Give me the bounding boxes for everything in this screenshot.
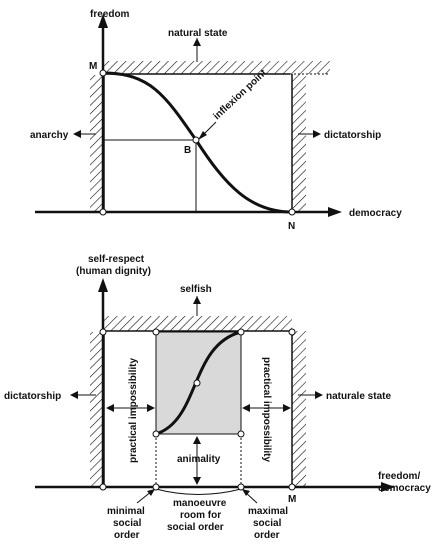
- bottom-maximal-line3: order: [254, 530, 280, 541]
- bottom-right-double-arrow-head-a: [242, 404, 250, 412]
- bottom-left-wall-hatch: [90, 332, 104, 487]
- top-x-axis-label: democracy: [349, 208, 402, 219]
- bottom-maximal-pointer-arrow: [242, 489, 250, 496]
- bottom-box-top-left-point: [152, 328, 160, 336]
- bottom-left-double-arrow-head-a: [106, 404, 114, 412]
- bottom-manoeuvre-line2: room for: [180, 510, 221, 521]
- bottom-box-bottom-right-point: [237, 430, 245, 438]
- bottom-manoeuvre-line3: social order: [167, 522, 224, 533]
- bottom-minimal-pointer-arrow: [147, 489, 155, 496]
- bottom-minimal-line2: social: [113, 518, 142, 529]
- bottom-right-wall-hatch: [292, 331, 306, 487]
- top-dictatorship-arrow: [313, 130, 321, 138]
- bottom-naturale-state-label: naturale state: [326, 391, 391, 402]
- bottom-max-axis-point: [237, 483, 245, 491]
- bottom-dictatorship-label: dictatorship: [4, 391, 61, 402]
- top-anarchy-label: anarchy: [30, 130, 69, 141]
- top-point-b-label: B: [184, 145, 191, 156]
- bottom-manoeuvre-bracket: [155, 488, 242, 495]
- bottom-right-double-arrow-head-b: [283, 404, 291, 412]
- top-inflexion-label: inflexion point: [212, 67, 270, 122]
- bottom-maximal-line1: maximal: [248, 506, 288, 517]
- bottom-min-axis-point: [152, 483, 160, 491]
- bottom-box-top-right-point: [237, 328, 245, 336]
- bottom-y-axis-label-line2: (human dignity): [76, 266, 151, 277]
- top-y-axis-arrow: [98, 14, 108, 28]
- top-inflexion-pointer-arrow: [198, 131, 207, 140]
- top-natural-state-arrow: [193, 38, 201, 46]
- top-dictatorship-label: dictatorship: [324, 130, 381, 141]
- bottom-selfish-label: selfish: [180, 284, 212, 295]
- bottom-dictatorship-arrow: [70, 391, 78, 399]
- top-x-axis-arrow: [328, 207, 342, 217]
- bottom-animality-arrow-down: [193, 477, 201, 485]
- bottom-origin-point: [99, 483, 107, 491]
- bottom-animality-label: animality: [177, 454, 221, 465]
- bottom-y-axis-label-line1: self-respect: [88, 254, 145, 265]
- top-roof-hatch: [104, 61, 330, 74]
- top-natural-state-label: natural state: [168, 28, 228, 39]
- top-point-m: [99, 69, 107, 77]
- bottom-manoeuvre-line1: manoeuvre: [173, 498, 227, 509]
- bottom-selfish-arrow: [193, 296, 201, 304]
- bottom-roof-hatch: [104, 316, 292, 331]
- top-diagram: freedom natural state M anarchy dictator…: [30, 9, 402, 232]
- bottom-point-m: [288, 483, 296, 491]
- bottom-diagram: self-respect (human dignity) selfish dic…: [4, 254, 431, 541]
- bottom-box-bottom-left-point: [152, 430, 160, 438]
- bottom-practical-impossibility-left: practical impossibility: [128, 358, 139, 463]
- bottom-minimal-line3: order: [114, 530, 140, 541]
- top-point-n-label: N: [288, 221, 295, 232]
- bottom-top-left-point: [99, 328, 107, 336]
- bottom-left-double-arrow-head-b: [147, 404, 155, 412]
- bottom-maximal-line2: social: [253, 518, 282, 529]
- bottom-x-axis-arrow: [381, 482, 395, 492]
- bottom-practical-impossibility-right: practical impossibility: [261, 357, 272, 462]
- top-anarchy-arrow: [73, 130, 81, 138]
- bottom-top-right-point: [288, 328, 296, 336]
- top-point-m-label: M: [89, 61, 97, 72]
- top-left-wall-hatch: [90, 75, 104, 212]
- bottom-naturale-arrow: [315, 391, 323, 399]
- top-point-n: [288, 208, 296, 216]
- top-y-axis-label: freedom: [90, 9, 130, 20]
- bottom-y-axis-arrow: [98, 278, 108, 292]
- top-origin-point: [99, 208, 107, 216]
- bottom-curve-mid-point: [193, 379, 201, 387]
- bottom-animality-arrow-up: [193, 436, 201, 444]
- bottom-point-m-label: M: [288, 494, 296, 505]
- bottom-x-axis-label-line1: freedom/: [378, 471, 420, 482]
- top-point-b: [192, 136, 200, 144]
- bottom-minimal-line1: minimal: [107, 506, 145, 517]
- top-right-wall-hatch: [292, 74, 306, 212]
- bottom-x-axis-label-line2: democracy: [378, 483, 431, 494]
